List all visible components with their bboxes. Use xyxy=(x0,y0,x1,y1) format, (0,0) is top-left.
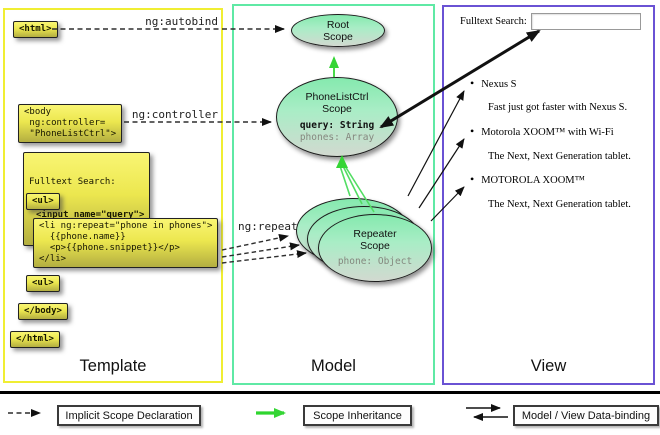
view-search-label: Fulltext Search: xyxy=(460,16,527,27)
code-box-html-close: </html> xyxy=(10,331,60,348)
template-section-label: Template xyxy=(79,357,147,375)
scope-prop-query: query: String xyxy=(299,119,375,131)
view-item-desc: Fast just got faster with Nexus S. xyxy=(488,102,628,113)
fulltext-input-line: <input name="query"> xyxy=(36,210,145,220)
code-box-ul-second: <ul> xyxy=(26,275,60,292)
fulltext-label-line: Fulltext Search: xyxy=(29,177,116,187)
view-section-label: View xyxy=(530,357,567,375)
ng-repeat-label: ng:repeat xyxy=(238,220,298,233)
bullet-icon: • xyxy=(470,124,475,138)
section-view xyxy=(442,5,655,385)
model-section-label: Model xyxy=(311,357,356,375)
view-item-desc: The Next, Next Generation tablet. xyxy=(488,199,631,210)
view-item-title-text: MOTOROLA XOOM™ xyxy=(481,175,585,186)
root-scope-ellipse: Root Scope xyxy=(291,14,385,47)
view-item-title-text: Nexus S xyxy=(481,79,517,90)
code-box-body-open: <body ng:controller= "PhoneListCtrl"> xyxy=(18,104,123,143)
root-scope-title: Root Scope xyxy=(323,18,353,43)
code-box-body-close: </body> xyxy=(18,303,68,320)
code-box-li-repeat: <li ng:repeat="phone in phones"> {{phone… xyxy=(33,218,219,268)
view-item-title: • Nexus S xyxy=(470,76,517,90)
ng-controller-label: ng:controller xyxy=(131,108,218,121)
phonelistctrl-scope-ellipse: PhoneListCtrl Scope query: String phones… xyxy=(276,77,398,157)
legend-model-view-data-binding: Model / View Data-binding xyxy=(513,405,659,426)
ng-autobind-label: ng:autobind xyxy=(145,15,218,28)
bullet-icon: • xyxy=(470,76,475,90)
code-box-ul-open: <ul> xyxy=(26,193,60,210)
view-item-title: • MOTOROLA XOOM™ xyxy=(470,172,585,186)
bullet-icon: • xyxy=(470,172,475,186)
legend-separator-line xyxy=(0,391,660,394)
view-search-row: Fulltext Search: xyxy=(460,13,641,30)
legend-scope-inheritance: Scope Inheritance xyxy=(303,405,412,426)
section-model xyxy=(232,4,435,385)
phonelistctrl-scope-title: PhoneListCtrl Scope xyxy=(305,90,369,115)
view-item-desc: The Next, Next Generation tablet. xyxy=(488,151,631,162)
view-item-title-text: Motorola XOOM™ with Wi-Fi xyxy=(481,127,614,138)
repeater-scope-title: Repeater Scope xyxy=(353,228,397,252)
scope-prop-phones: phones: Array xyxy=(299,131,375,143)
fulltext-search-input[interactable] xyxy=(530,13,641,30)
legend-double-arrow-icon xyxy=(466,404,508,421)
repeater-scope-ellipse-front: Repeater Scope phone: Object xyxy=(318,214,432,282)
scope-prop-phone: phone: Object xyxy=(337,256,413,267)
legend-implicit-scope-declaration: Implicit Scope Declaration xyxy=(57,405,201,426)
code-box-html-open: <html> xyxy=(13,21,58,38)
view-item-title: • Motorola XOOM™ with Wi-Fi xyxy=(470,124,614,138)
